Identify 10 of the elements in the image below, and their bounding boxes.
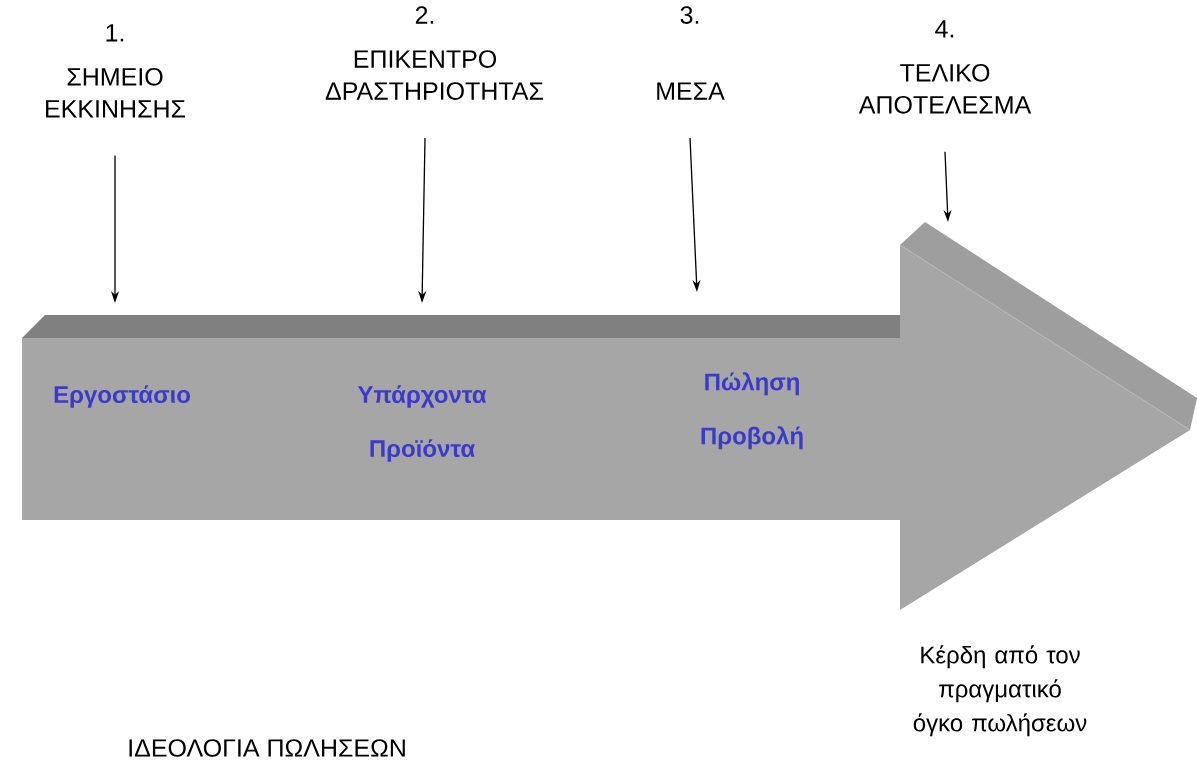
arrow-shape [22,222,1197,610]
heading-text: 3. ΜΕΣΑ [657,6,725,100]
heading-text: 4. ΤΕΛΙΚΟ ΑΠΟΤΕΛΕΣΜΑ [858,20,1032,114]
step-label: Υπάρχοντα Προϊόντα [357,385,487,462]
heading-text: 2. ΕΠΙΚΕΝΤΡΟ ΔΡΑΣΤΗΡΙΟΤΗΤΑΣ [325,6,543,100]
caption-text: Κέρδη από τον πραγματικό όγκο πωλήσεων [913,645,1087,737]
heading-text: 1. ΣΗΜΕΙΟ ΕΚΚΙΝΗΣΗΣ [46,24,185,118]
step-label: Εργοστάσιο [54,385,190,408]
step-label: Πώληση Προβολή [701,372,803,450]
caption-text: ΙΔΕΟΛΟΓΙΑ ΠΩΛΗΣΕΩΝ [129,739,405,757]
